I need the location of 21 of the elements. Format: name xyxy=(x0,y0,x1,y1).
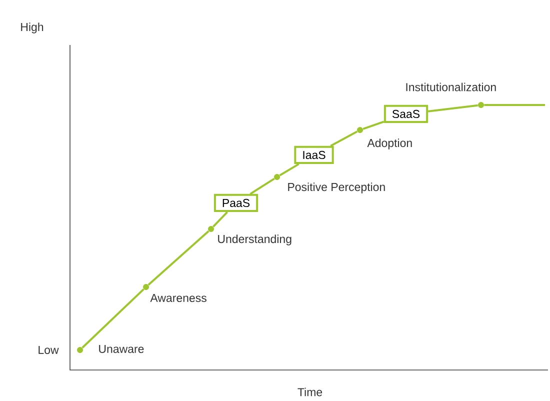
curve-line xyxy=(148,230,210,286)
curve-line xyxy=(428,104,478,112)
stage-label: Awareness xyxy=(150,294,206,302)
phase-box: SaaS xyxy=(384,104,428,124)
stage-label: Institutionalization xyxy=(406,82,496,92)
phase-box: IaaS xyxy=(294,146,334,164)
axis-label: Low xyxy=(38,346,59,354)
axis-label: Time xyxy=(298,388,322,396)
stage-label: Understanding xyxy=(218,234,292,246)
stage-label: Unaware xyxy=(99,344,144,353)
axis-label: High xyxy=(21,22,44,34)
stage-label: Adoption xyxy=(367,138,412,150)
curve-line xyxy=(212,211,228,228)
curve-line xyxy=(279,163,300,176)
curve-line xyxy=(82,288,144,348)
curve-line xyxy=(250,178,275,195)
curve-line xyxy=(330,130,358,147)
curve-line xyxy=(362,120,384,130)
curve-line xyxy=(484,104,545,106)
phase-box: PaaS xyxy=(214,194,258,212)
stage-label: Positive Perception xyxy=(288,182,385,194)
